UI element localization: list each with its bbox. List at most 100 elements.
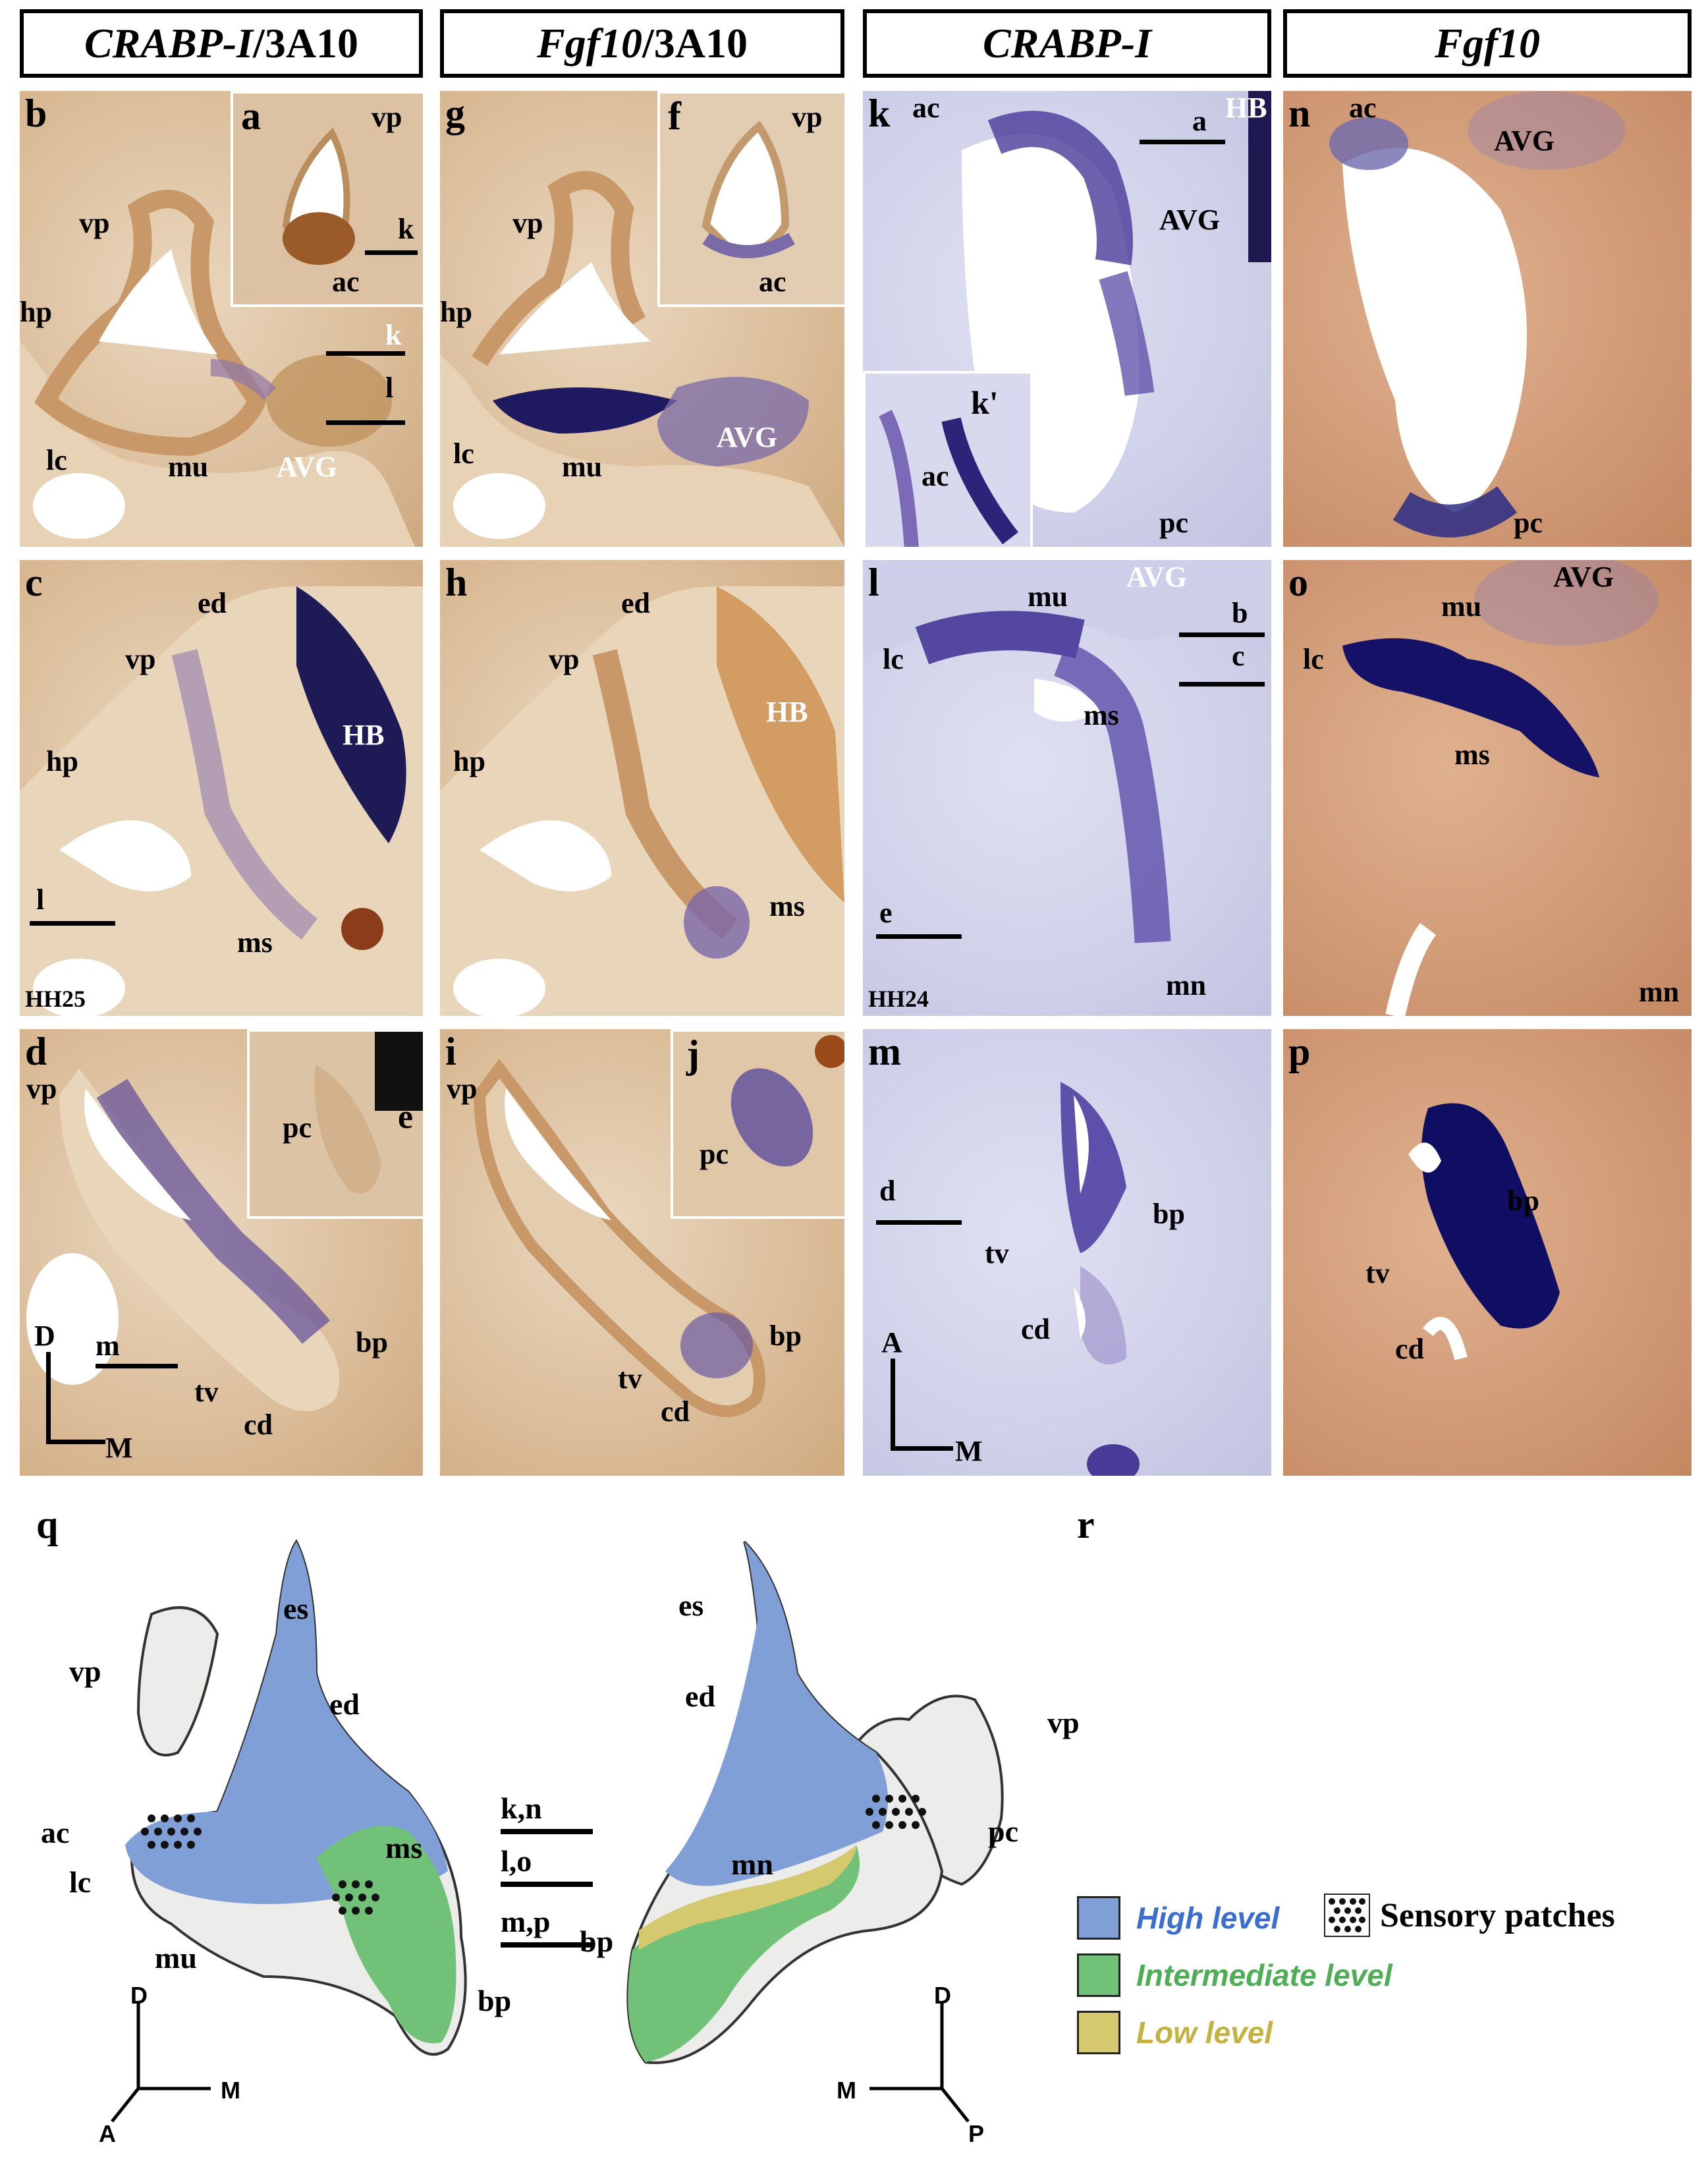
axis-horizontal xyxy=(46,1440,105,1444)
panel-label: h xyxy=(445,561,468,604)
label-bp: bp xyxy=(1153,1198,1185,1230)
level-bar-e xyxy=(876,934,962,939)
label-pc: pc xyxy=(700,1138,729,1170)
panel-label: c xyxy=(25,561,43,604)
r-label-es: es xyxy=(678,1588,704,1622)
inset-f: f vp ac xyxy=(657,91,844,307)
label-ac: ac xyxy=(912,92,940,124)
header-fgf10-3a10: Fgf10/3A10 xyxy=(440,9,844,78)
label-hp: hp xyxy=(20,296,52,328)
label-hp: hp xyxy=(453,745,485,777)
label-hb: HB xyxy=(1225,92,1267,124)
q-axis-m: M xyxy=(221,2077,240,2104)
r-label-ed: ed xyxy=(685,1679,715,1713)
r-label-pc: pc xyxy=(988,1814,1018,1848)
level-label-mp: m,p xyxy=(501,1905,551,1938)
panel-m-tissue xyxy=(1061,1082,1140,1476)
level-bar-l xyxy=(326,420,405,425)
panel-label: a xyxy=(241,94,261,138)
label-ms: ms xyxy=(237,926,273,959)
panel-i-tissue xyxy=(473,1059,765,1417)
label-tv: tv xyxy=(618,1362,642,1395)
label-pc: pc xyxy=(1514,507,1543,539)
label-hb: HB xyxy=(766,696,808,728)
panel-m: m d tv bp cd A M xyxy=(863,1029,1271,1476)
label-b: b xyxy=(1232,597,1248,629)
label-ms: ms xyxy=(769,890,805,922)
panel-k: k ac a HB AVG pc k' ac xyxy=(863,91,1271,547)
panel-l: l mu AVG lc b c ms e mn HH24 xyxy=(863,560,1271,1016)
label-m: m xyxy=(96,1330,120,1362)
label-lc: lc xyxy=(1303,643,1324,675)
label-hp: hp xyxy=(46,745,78,777)
label-lc: lc xyxy=(453,437,474,470)
inset-a-tissue xyxy=(282,127,355,265)
panel-label: g xyxy=(445,92,465,135)
panel-d: d vp D m M tv cd bp e pc xyxy=(20,1029,423,1476)
inset-j-tissue xyxy=(730,1035,844,1167)
panel-label: k xyxy=(868,92,891,135)
r-label-mn: mn xyxy=(731,1847,773,1881)
q-label-ms: ms xyxy=(385,1831,423,1865)
q-label-es: es xyxy=(283,1592,309,1625)
label-avg: AVG xyxy=(277,451,338,483)
inset-k-prime-tissue xyxy=(879,410,1018,547)
label-cd: cd xyxy=(1395,1333,1424,1365)
inset-f-tissue xyxy=(702,121,795,258)
label-avg: AVG xyxy=(1553,561,1614,593)
label-hb: HB xyxy=(343,719,385,751)
axis-d: D xyxy=(34,1320,55,1352)
label-avg: AVG xyxy=(1159,204,1221,236)
inset-k-prime: k' ac xyxy=(863,371,1033,547)
panel-g-tissue xyxy=(440,171,844,547)
level-label-lo: l,o xyxy=(501,1844,532,1878)
panel-h-tissue xyxy=(440,586,844,1016)
label-cd: cd xyxy=(244,1409,273,1441)
q-axis-a: A xyxy=(99,2120,116,2147)
r-label-bp: bp xyxy=(580,1924,614,1958)
label-d: d xyxy=(879,1175,896,1207)
legend-sensory-dots-icon xyxy=(1324,1894,1370,1937)
panel-h: h ed vp HB hp ms xyxy=(440,560,844,1016)
panel-label: k' xyxy=(971,384,999,421)
panel-p-tissue xyxy=(1408,1103,1560,1361)
label-mu: mu xyxy=(168,451,209,483)
label-e: e xyxy=(879,897,893,929)
label-k: k xyxy=(385,319,402,351)
panel-i: i vp tv cd bp j pc xyxy=(440,1029,844,1476)
panel-l-tissue xyxy=(863,560,1271,943)
label-vp: vp xyxy=(549,643,580,675)
legend-label-intermediate: Intermediate level xyxy=(1136,1958,1392,1992)
panel-label: j xyxy=(686,1032,700,1076)
panel-c-tissue xyxy=(20,586,423,1016)
label-ed: ed xyxy=(198,587,227,619)
label-mn: mn xyxy=(1639,976,1680,1008)
q-label-mu: mu xyxy=(155,1941,197,1975)
label-c: c xyxy=(1232,640,1245,672)
label-lc: lc xyxy=(46,444,67,476)
level-bar-k xyxy=(365,250,418,255)
level-bar-b xyxy=(1179,632,1265,637)
axis-vertical xyxy=(46,1352,51,1444)
label-mu: mu xyxy=(1028,580,1068,613)
label-cd: cd xyxy=(661,1395,690,1428)
label-avg: AVG xyxy=(717,421,778,453)
level-label-kn: k,n xyxy=(501,1791,542,1825)
panel-label: f xyxy=(668,94,681,138)
label-vp: vp xyxy=(125,643,156,675)
level-bar-l xyxy=(30,921,115,926)
label-vp: vp xyxy=(447,1073,478,1105)
stage-hh24: HH24 xyxy=(868,986,929,1012)
level-bar-c xyxy=(1179,682,1265,687)
q-axis-d: D xyxy=(130,1982,148,2009)
panel-label: m xyxy=(868,1030,901,1073)
panel-g: g vp hp lc mu AVG f vp ac xyxy=(440,91,844,547)
panel-n: n ac AVG pc xyxy=(1283,91,1692,547)
legend-swatch-high xyxy=(1077,1896,1120,1940)
header-crabp-3a10: CRABP-I/3A10 xyxy=(20,9,423,78)
legend-label-sensory: Sensory patches xyxy=(1380,1897,1615,1934)
label-cd: cd xyxy=(1021,1313,1050,1345)
panel-label: o xyxy=(1288,561,1308,604)
inset-j: j pc xyxy=(671,1029,844,1219)
level-bar-a xyxy=(1140,140,1225,144)
